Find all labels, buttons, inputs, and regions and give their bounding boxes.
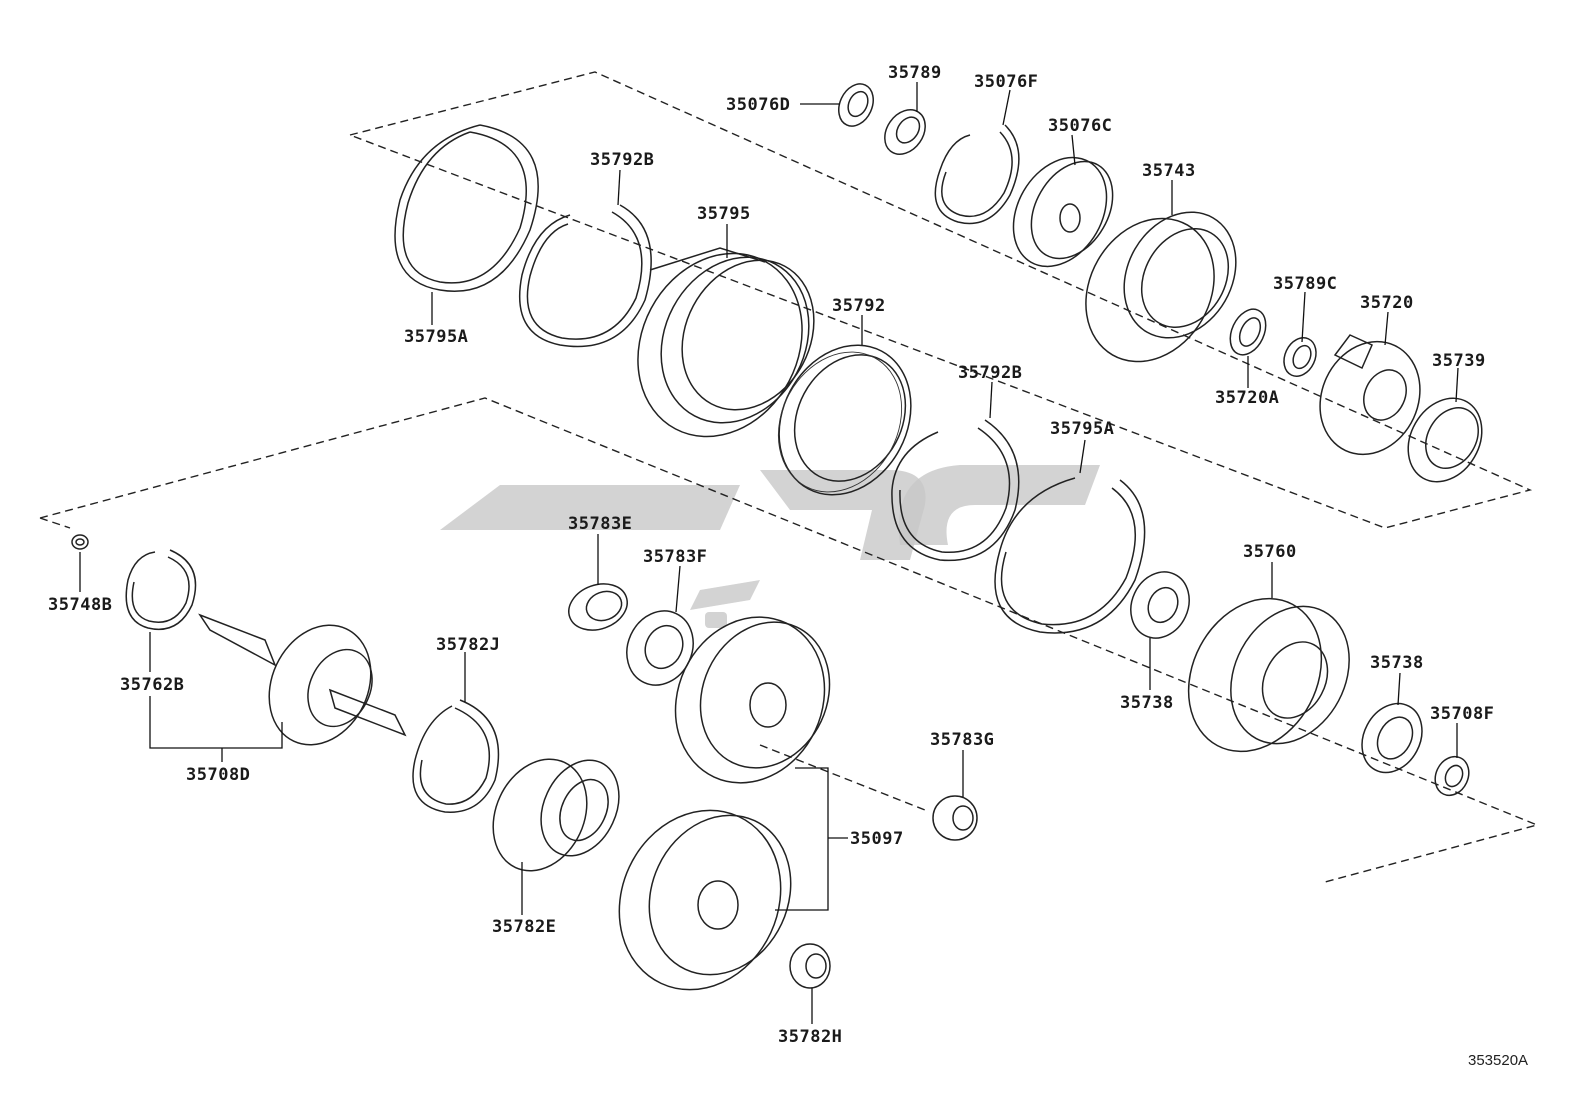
diagram-code: 353520A (1468, 1052, 1528, 1069)
part-ring-35792 (777, 344, 912, 496)
part-gear-35097-upper (674, 616, 831, 784)
part-plate-35738-mid (1130, 571, 1190, 639)
part-snap-ring-35795A-mid (994, 477, 1146, 634)
part-snap-ring-35762B (125, 549, 197, 630)
label-35076D[interactable]: 35076D (726, 95, 790, 115)
label-35760[interactable]: 35760 (1243, 542, 1297, 562)
part-bearing-35783F (626, 610, 694, 686)
label-35789C[interactable]: 35789C (1273, 274, 1337, 294)
assembly-boundary-upper (349, 71, 1533, 529)
label-35783F[interactable]: 35783F (643, 547, 707, 567)
part-gear-35097-lower (618, 809, 792, 991)
label-35789[interactable]: 35789 (888, 63, 942, 83)
label-35762B[interactable]: 35762B (120, 675, 184, 695)
part-nut-35783G (932, 795, 978, 841)
part-output-shaft-35708D (198, 613, 407, 746)
label-35739[interactable]: 35739 (1432, 351, 1486, 371)
part-snap-ring-35782J (412, 699, 500, 813)
watermark-logo (440, 465, 1100, 628)
part-snap-ring-35792B-mid (891, 419, 1020, 562)
label-35795A-top[interactable]: 35795A (404, 327, 468, 347)
label-35782H[interactable]: 35782H (778, 1027, 842, 1047)
part-planetary-carrier-35720 (1319, 334, 1421, 456)
part-drum-35743 (1085, 211, 1237, 363)
leader-lines (79, 82, 1459, 1024)
part-bearing-35720A (1229, 308, 1267, 356)
part-clutch-drum-35795 (637, 247, 815, 438)
part-gear-disc-35076C (1012, 156, 1114, 268)
part-washer-35708F (1434, 755, 1470, 797)
part-bearing-35782E (492, 758, 620, 872)
label-35783E[interactable]: 35783E (568, 514, 632, 534)
part-snap-ring-35076F (934, 124, 1020, 225)
label-35708D[interactable]: 35708D (186, 765, 250, 785)
label-35795A-mid[interactable]: 35795A (1050, 419, 1114, 439)
part-bearing-35739 (1407, 397, 1483, 483)
label-35792[interactable]: 35792 (832, 296, 886, 316)
label-35782E[interactable]: 35782E (492, 917, 556, 937)
label-35720A[interactable]: 35720A (1215, 388, 1279, 408)
part-washer-35789 (884, 109, 926, 155)
label-35792B-mid[interactable]: 35792B (958, 363, 1022, 383)
label-35720[interactable]: 35720 (1360, 293, 1414, 313)
label-35783G[interactable]: 35783G (930, 730, 994, 750)
part-bearing-35738-right (1361, 702, 1423, 774)
label-35738-mid[interactable]: 35738 (1120, 693, 1174, 713)
label-35076C[interactable]: 35076C (1048, 116, 1112, 136)
label-35076F[interactable]: 35076F (974, 72, 1038, 92)
part-bearing-35076D (838, 83, 874, 127)
part-washer-35789C (1283, 337, 1317, 377)
label-35792B-top[interactable]: 35792B (590, 150, 654, 170)
assembly-boundary-lower (39, 397, 1540, 883)
label-35795[interactable]: 35795 (697, 204, 751, 224)
part-carrier-35760 (1187, 597, 1350, 753)
part-snap-ring-35795A-top (394, 124, 539, 292)
label-35738-right[interactable]: 35738 (1370, 653, 1424, 673)
label-35097[interactable]: 35097 (850, 829, 904, 849)
label-35782J[interactable]: 35782J (436, 635, 500, 655)
part-nut-35782H (789, 943, 831, 989)
label-35743[interactable]: 35743 (1142, 161, 1196, 181)
part-labels: 35076D 35789 35076F 35076C 35743 35789C … (48, 63, 1528, 1069)
part-ring-35748B (71, 534, 89, 550)
label-35748B[interactable]: 35748B (48, 595, 112, 615)
part-bearing-35783E (568, 583, 628, 631)
part-snap-ring-35792B-top (518, 204, 652, 348)
label-35708F[interactable]: 35708F (1430, 704, 1494, 724)
